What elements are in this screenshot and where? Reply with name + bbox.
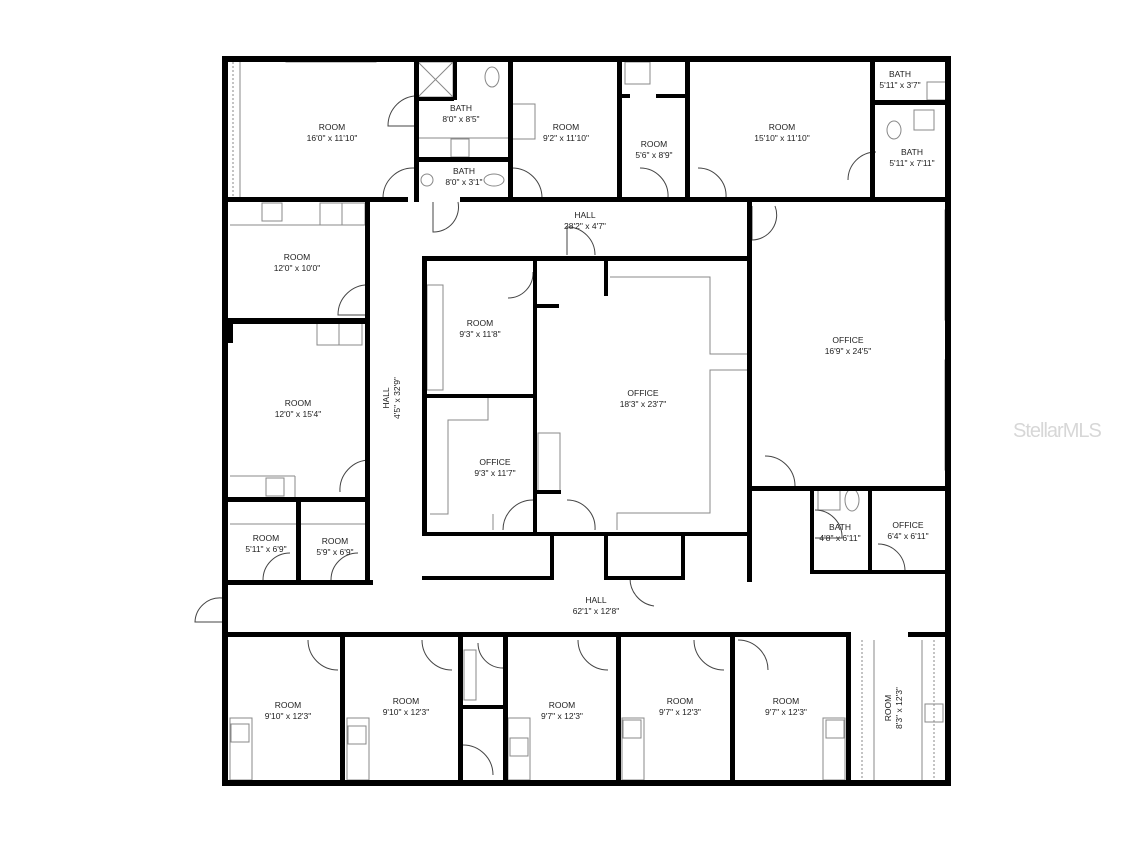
fixtures	[229, 56, 951, 781]
watermark: StellarMLS	[1013, 420, 1102, 442]
doors	[194, 95, 906, 776]
walls	[222, 56, 951, 786]
